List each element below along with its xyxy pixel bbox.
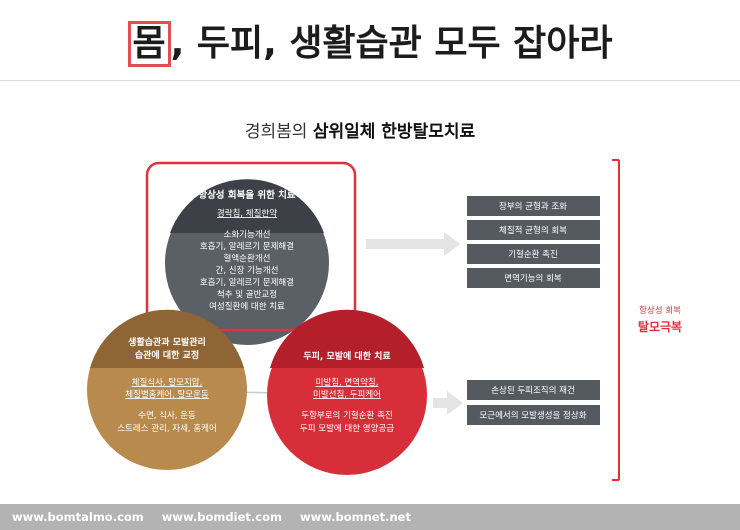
side-label-small: 항상성 회복 [639,305,681,316]
top-item: 혈액순환개선 [224,253,271,264]
top-item: 간, 신장 기능개선 [216,265,279,276]
top-item: 호흡기, 알레르기 문제해결 [200,277,294,288]
left-item: 수면, 식사, 운동 [138,410,196,421]
subtitle-bold: 삼위일체 한방탈모치료 [312,122,476,142]
left-item: 스트레스 관리, 자세, 홈케어 [117,423,217,434]
right-circle-title: 두피, 모발에 대한 치료 [303,350,391,362]
top-item: 여성질환에 대한 치료 [209,301,285,312]
footer-link[interactable]: www.bomdiet.com [161,510,282,524]
top-circle-cap [170,179,324,233]
subtitle: 경희봄의 삼위일체 한방탈모치료 [0,117,720,142]
top-item: 척추 및 골반교정 [217,289,277,300]
headline: 몸, 두피, 생활습관 모두 잡아라 [0,14,740,67]
result-box [467,196,600,216]
top-circle: 항상성 회복을 위한 치료 경락침, 체질한약 소화기능개선 호흡기, 알레르기… [165,179,329,345]
left-circle-title: 생활습관과 모발관리 [128,336,206,348]
result-box [467,380,600,400]
top-circle-underline: 경락침, 체질한약 [217,208,277,219]
result-box-label: 기혈순환 촉진 [508,249,558,260]
left-circle-underline: 체질식사, 탈모지압, [132,377,203,388]
result-box-label: 장부의 균형과 조화 [499,201,567,212]
footer-link[interactable]: www.bomnet.net [299,510,411,524]
subtitle-prefix: 경희봄의 [244,122,308,142]
result-box-label: 체질적 균형의 회복 [499,225,567,236]
right-boxes-top: 장부의 균형과 조화 체질적 균형의 회복 기혈순환 촉진 면역기능의 회복 [467,196,600,288]
red-bracket [612,159,620,481]
right-boxes-bottom: 손상된 두피조직의 재건 모근에서의 모발생성을 정상화 [467,380,600,425]
right-circle-underline: 미발침, 면역약침, [316,377,379,388]
right-circle: 두피, 모발에 대한 치료 미발침, 면역약침, 미발선침, 두피케어 두항부로… [267,309,427,475]
right-circle-cap [270,309,424,368]
result-box [467,220,600,240]
left-circle: 생활습관과 모발관리 습관에 대한 교정 체질식사, 탈모지압, 체질별홈케어,… [87,309,247,470]
right-item: 두항부로의 기혈순환 촉진 [301,410,392,421]
result-box-label: 면역기능의 회복 [504,273,562,284]
left-circle-title: 습관에 대한 교정 [135,349,199,361]
top-item: 호흡기, 알레르기 문제해결 [200,241,294,252]
result-box [467,244,600,264]
footer-link[interactable]: www.bomtalmo.com [12,510,144,524]
top-item: 소화기능개선 [224,229,271,240]
divider [0,80,740,81]
arrow-bottom [433,391,463,415]
top-circle-title: 항상성 회복을 위한 치료 [198,189,296,201]
result-box-label: 손상된 두피조직의 재건 [491,385,575,396]
headline-highlight: 몸 [127,21,171,67]
left-circle-underline: 체질별홈케어, 탈모운동 [125,389,209,400]
arrow-top [366,232,460,256]
side-label-big: 탈모극복 [638,320,682,334]
left-circle-cap [90,309,244,368]
right-item: 두피 모발에 대한 영양공급 [300,423,394,434]
headline-rest: , 두피, 생활습관 모두 잡아라 [170,23,613,64]
right-circle-underline: 미발선침, 두피케어 [313,389,381,400]
highlight-box [145,161,357,332]
footer: www.bomtalmo.com www.bomdiet.com www.bom… [0,504,740,530]
result-box-label: 모근에서의 모발생성을 정상화 [479,410,586,421]
result-box [467,405,600,425]
result-box [467,268,600,288]
